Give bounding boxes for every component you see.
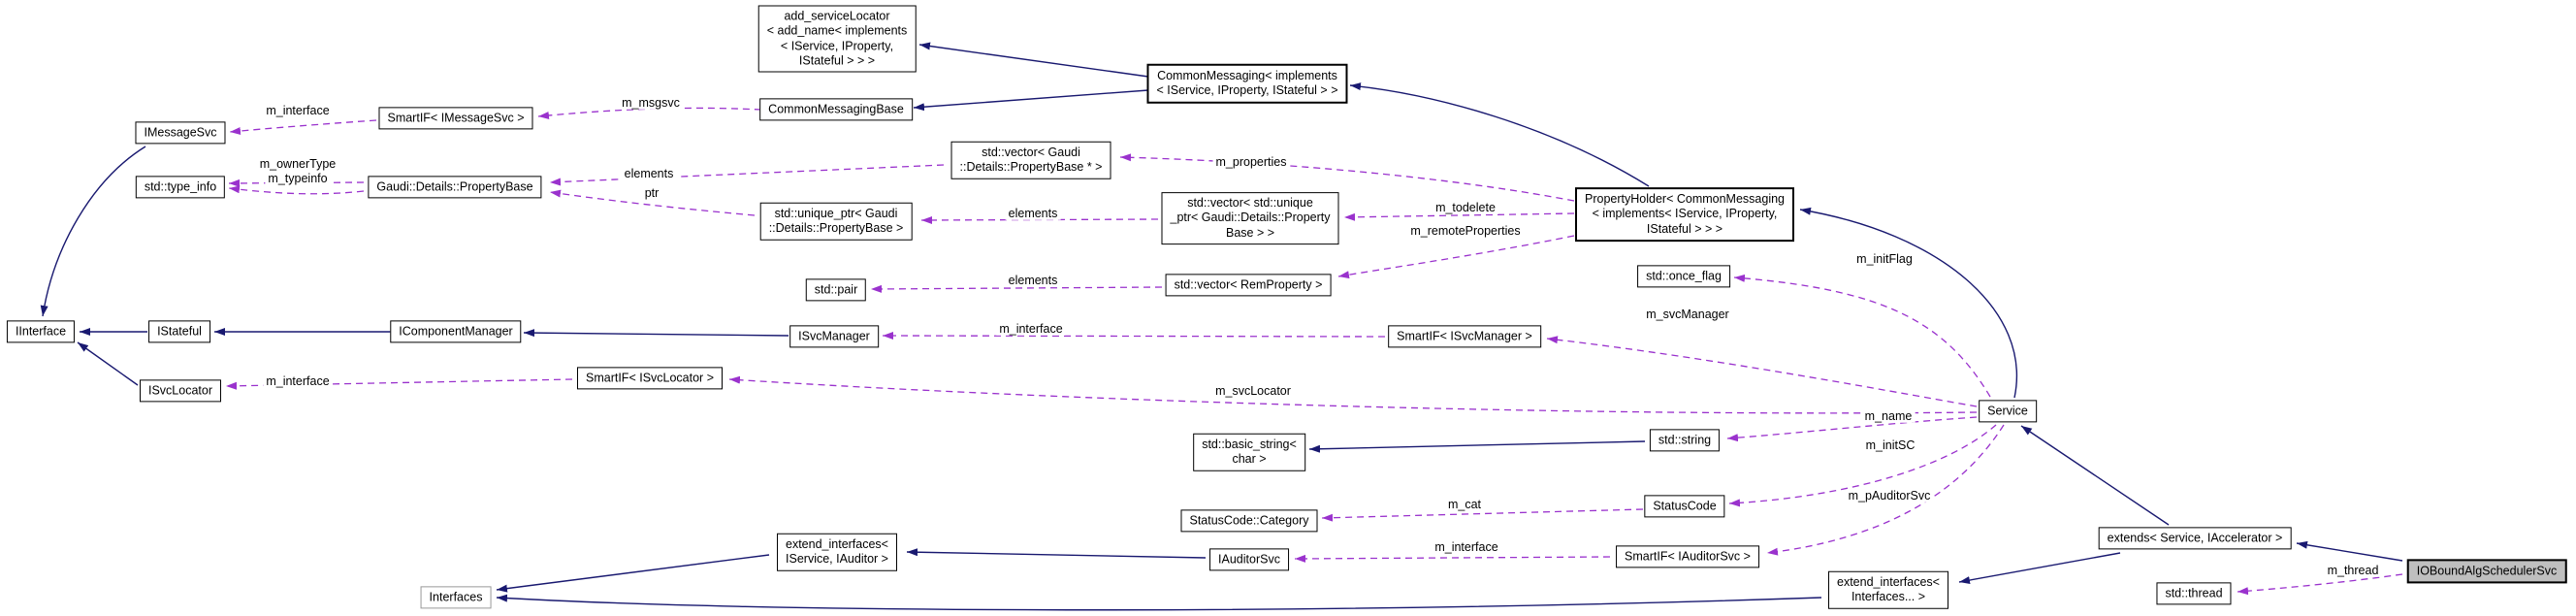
edge-label-m-ownertype: m_ownerType — [256, 158, 339, 171]
edge-service-to-smartifiauditorsvc — [1766, 424, 2005, 556]
node-istateful[interactable]: IStateful — [148, 320, 210, 343]
edge-extiserviceiauditor-to-interfaces — [496, 554, 770, 593]
edge-commonmessaging-to-commonmessagingbase — [913, 89, 1149, 112]
edge-label-m-interface-svcloc: m_interface — [263, 375, 333, 388]
node-extend-interfaces-iservice-iauditor[interactable]: extend_interfaces< IService, IAuditor > — [777, 533, 897, 571]
edge-label-elements-unique: elements — [1005, 208, 1061, 220]
edge-label-m-cat: m_cat — [1444, 499, 1485, 511]
node-std-basic-string[interactable]: std::basic_string< char > — [1193, 433, 1305, 471]
node-iauditorsvc[interactable]: IAuditorSvc — [1209, 548, 1289, 571]
node-vec-remproperty[interactable]: std::vector< RemProperty > — [1165, 274, 1332, 297]
edge-label-ptr: ptr — [641, 187, 662, 200]
edge-label-m-msgsvc: m_msgsvc — [619, 97, 683, 110]
node-iinterface[interactable]: IInterface — [6, 320, 76, 343]
node-std-pair[interactable]: std::pair — [805, 278, 867, 302]
node-statuscode-category[interactable]: StatusCode::Category — [1180, 509, 1318, 533]
edge-label-elements-properties: elements — [621, 168, 677, 180]
node-unique-ptr-propertybase[interactable]: std::unique_ptr< Gaudi ::Details::Proper… — [759, 202, 913, 241]
edge-service-to-smartifisvclocator — [728, 375, 1978, 414]
edge-label-m-svcmanager: m_svcManager — [1643, 308, 1732, 321]
node-interfaces: Interfaces — [420, 586, 492, 609]
edge-propertybase-to-typeinfo-typeinfo — [228, 185, 365, 195]
node-vec-propertybase-ptr[interactable]: std::vector< Gaudi ::Details::PropertyBa… — [950, 141, 1111, 179]
edge-label-elements-pair: elements — [1005, 275, 1061, 287]
edge-iobound-to-extends — [2296, 540, 2403, 562]
edge-label-m-interface-auditor: m_interface — [1432, 541, 1501, 554]
edge-stdstring-to-basicstring — [1308, 440, 1646, 453]
node-smartif-isvclocator[interactable]: SmartIF< ISvcLocator > — [577, 367, 723, 390]
edge-label-m-initflag: m_initFlag — [1853, 253, 1916, 266]
node-commonmessagingbase[interactable]: CommonMessagingBase — [759, 98, 913, 121]
edge-label-m-name: m_name — [1861, 410, 1916, 423]
node-isvcmanager[interactable]: ISvcManager — [789, 325, 879, 348]
edge-vecremproperty-to-stdpair — [870, 284, 1163, 293]
edge-label-m-properties: m_properties — [1212, 156, 1290, 169]
edge-propertyholder-to-vecpropertybaseptr — [1119, 153, 1575, 202]
edge-isvclocator-to-iinterface — [77, 341, 139, 386]
node-commonmessaging[interactable]: CommonMessaging< implements < IService, … — [1146, 63, 1348, 104]
edge-service-to-smartifisvcmanager — [1546, 336, 1978, 407]
edge-label-m-pauditorsvc: m_pAuditorSvc — [1845, 490, 1934, 503]
edge-service-to-stdstring — [1726, 416, 1978, 442]
edge-label-m-interface-svcmgr: m_interface — [996, 323, 1066, 336]
node-std-type-info[interactable]: std::type_info — [135, 176, 226, 199]
node-statuscode[interactable]: StatusCode — [1644, 495, 1725, 518]
node-extend-interfaces-dots[interactable]: extend_interfaces< Interfaces... > — [1828, 570, 1948, 609]
edge-imessagesvc-to-iinterface — [40, 146, 146, 317]
node-smartif-imessagesvc[interactable]: SmartIF< IMessageSvc > — [378, 107, 533, 130]
node-imessagesvc[interactable]: IMessageSvc — [135, 121, 226, 145]
edge-statuscode-to-category — [1321, 508, 1644, 522]
node-smartif-iauditorsvc[interactable]: SmartIF< IAuditorSvc > — [1616, 545, 1759, 568]
node-add-servicelocator[interactable]: add_serviceLocator < add_name< implement… — [757, 5, 917, 73]
node-propertybase[interactable]: Gaudi::Details::PropertyBase — [368, 176, 542, 199]
node-std-thread[interactable]: std::thread — [2156, 582, 2232, 605]
edge-service-to-propertyholder — [1799, 207, 2018, 399]
edge-extends-to-service — [2020, 425, 2170, 526]
edge-label-m-interface-msgsvc: m_interface — [263, 105, 333, 117]
edge-isvcmanager-to-icomponentmanager — [523, 329, 789, 338]
edge-propertyholder-to-commonmessaging — [1349, 82, 1650, 187]
node-smartif-isvcmanager[interactable]: SmartIF< ISvcManager > — [1388, 325, 1541, 348]
node-extends-service-iaccelerator[interactable]: extends< Service, IAccelerator > — [2098, 527, 2292, 550]
node-service[interactable]: Service — [1979, 400, 2037, 423]
edge-vecpropertybaseptr-to-propertybase — [549, 164, 945, 186]
edge-smartifisvcmanager-to-isvcmanager — [882, 332, 1386, 340]
edge-label-m-thread: m_thread — [2324, 565, 2382, 577]
edge-label-m-remoteproperties: m_remoteProperties — [1407, 225, 1524, 238]
edge-smartifiauditorsvc-to-iauditorsvc — [1294, 554, 1611, 563]
edge-propertyholder-to-vecuniqueptr — [1343, 212, 1575, 221]
node-std-string[interactable]: std::string — [1649, 429, 1721, 452]
edge-service-to-onceflag — [1733, 274, 1991, 398]
edge-smartifimessagesvc-to-imessagesvc — [229, 119, 377, 135]
edge-iobound-to-stdthread — [2237, 573, 2403, 596]
node-vec-unique-ptr[interactable]: std::vector< std::unique _ptr< Gaudi::De… — [1161, 192, 1339, 244]
node-ioboundalgschedulersvc: IOBoundAlgSchedulerSvc — [2406, 559, 2567, 584]
edge-label-m-typeinfo: m_typeinfo — [265, 173, 331, 185]
edge-extinterfaces-to-interfaces — [496, 594, 1822, 611]
node-icomponentmanager[interactable]: IComponentManager — [390, 320, 522, 343]
node-isvclocator[interactable]: ISvcLocator — [139, 379, 222, 403]
node-propertyholder[interactable]: PropertyHolder< CommonMessaging < implem… — [1575, 187, 1794, 242]
node-std-once-flag[interactable]: std::once_flag — [1637, 265, 1730, 288]
edge-extends-to-extinterfaces — [1958, 552, 2121, 584]
edge-label-m-initsc: m_initSC — [1862, 439, 1918, 452]
edge-propertyholder-to-vecremproperty — [1337, 235, 1575, 279]
edge-iauditorsvc-to-extiserviceiauditor — [906, 548, 1207, 559]
edge-label-m-todelete: m_todelete — [1433, 202, 1498, 214]
edge-label-m-svclocator: m_svcLocator — [1212, 385, 1294, 398]
edge-service-to-statuscode — [1728, 424, 1997, 507]
edge-commonmessaging-to-addservicelocator — [918, 42, 1149, 78]
edge-vecuniqueptr-to-uniqueptr — [920, 215, 1159, 224]
